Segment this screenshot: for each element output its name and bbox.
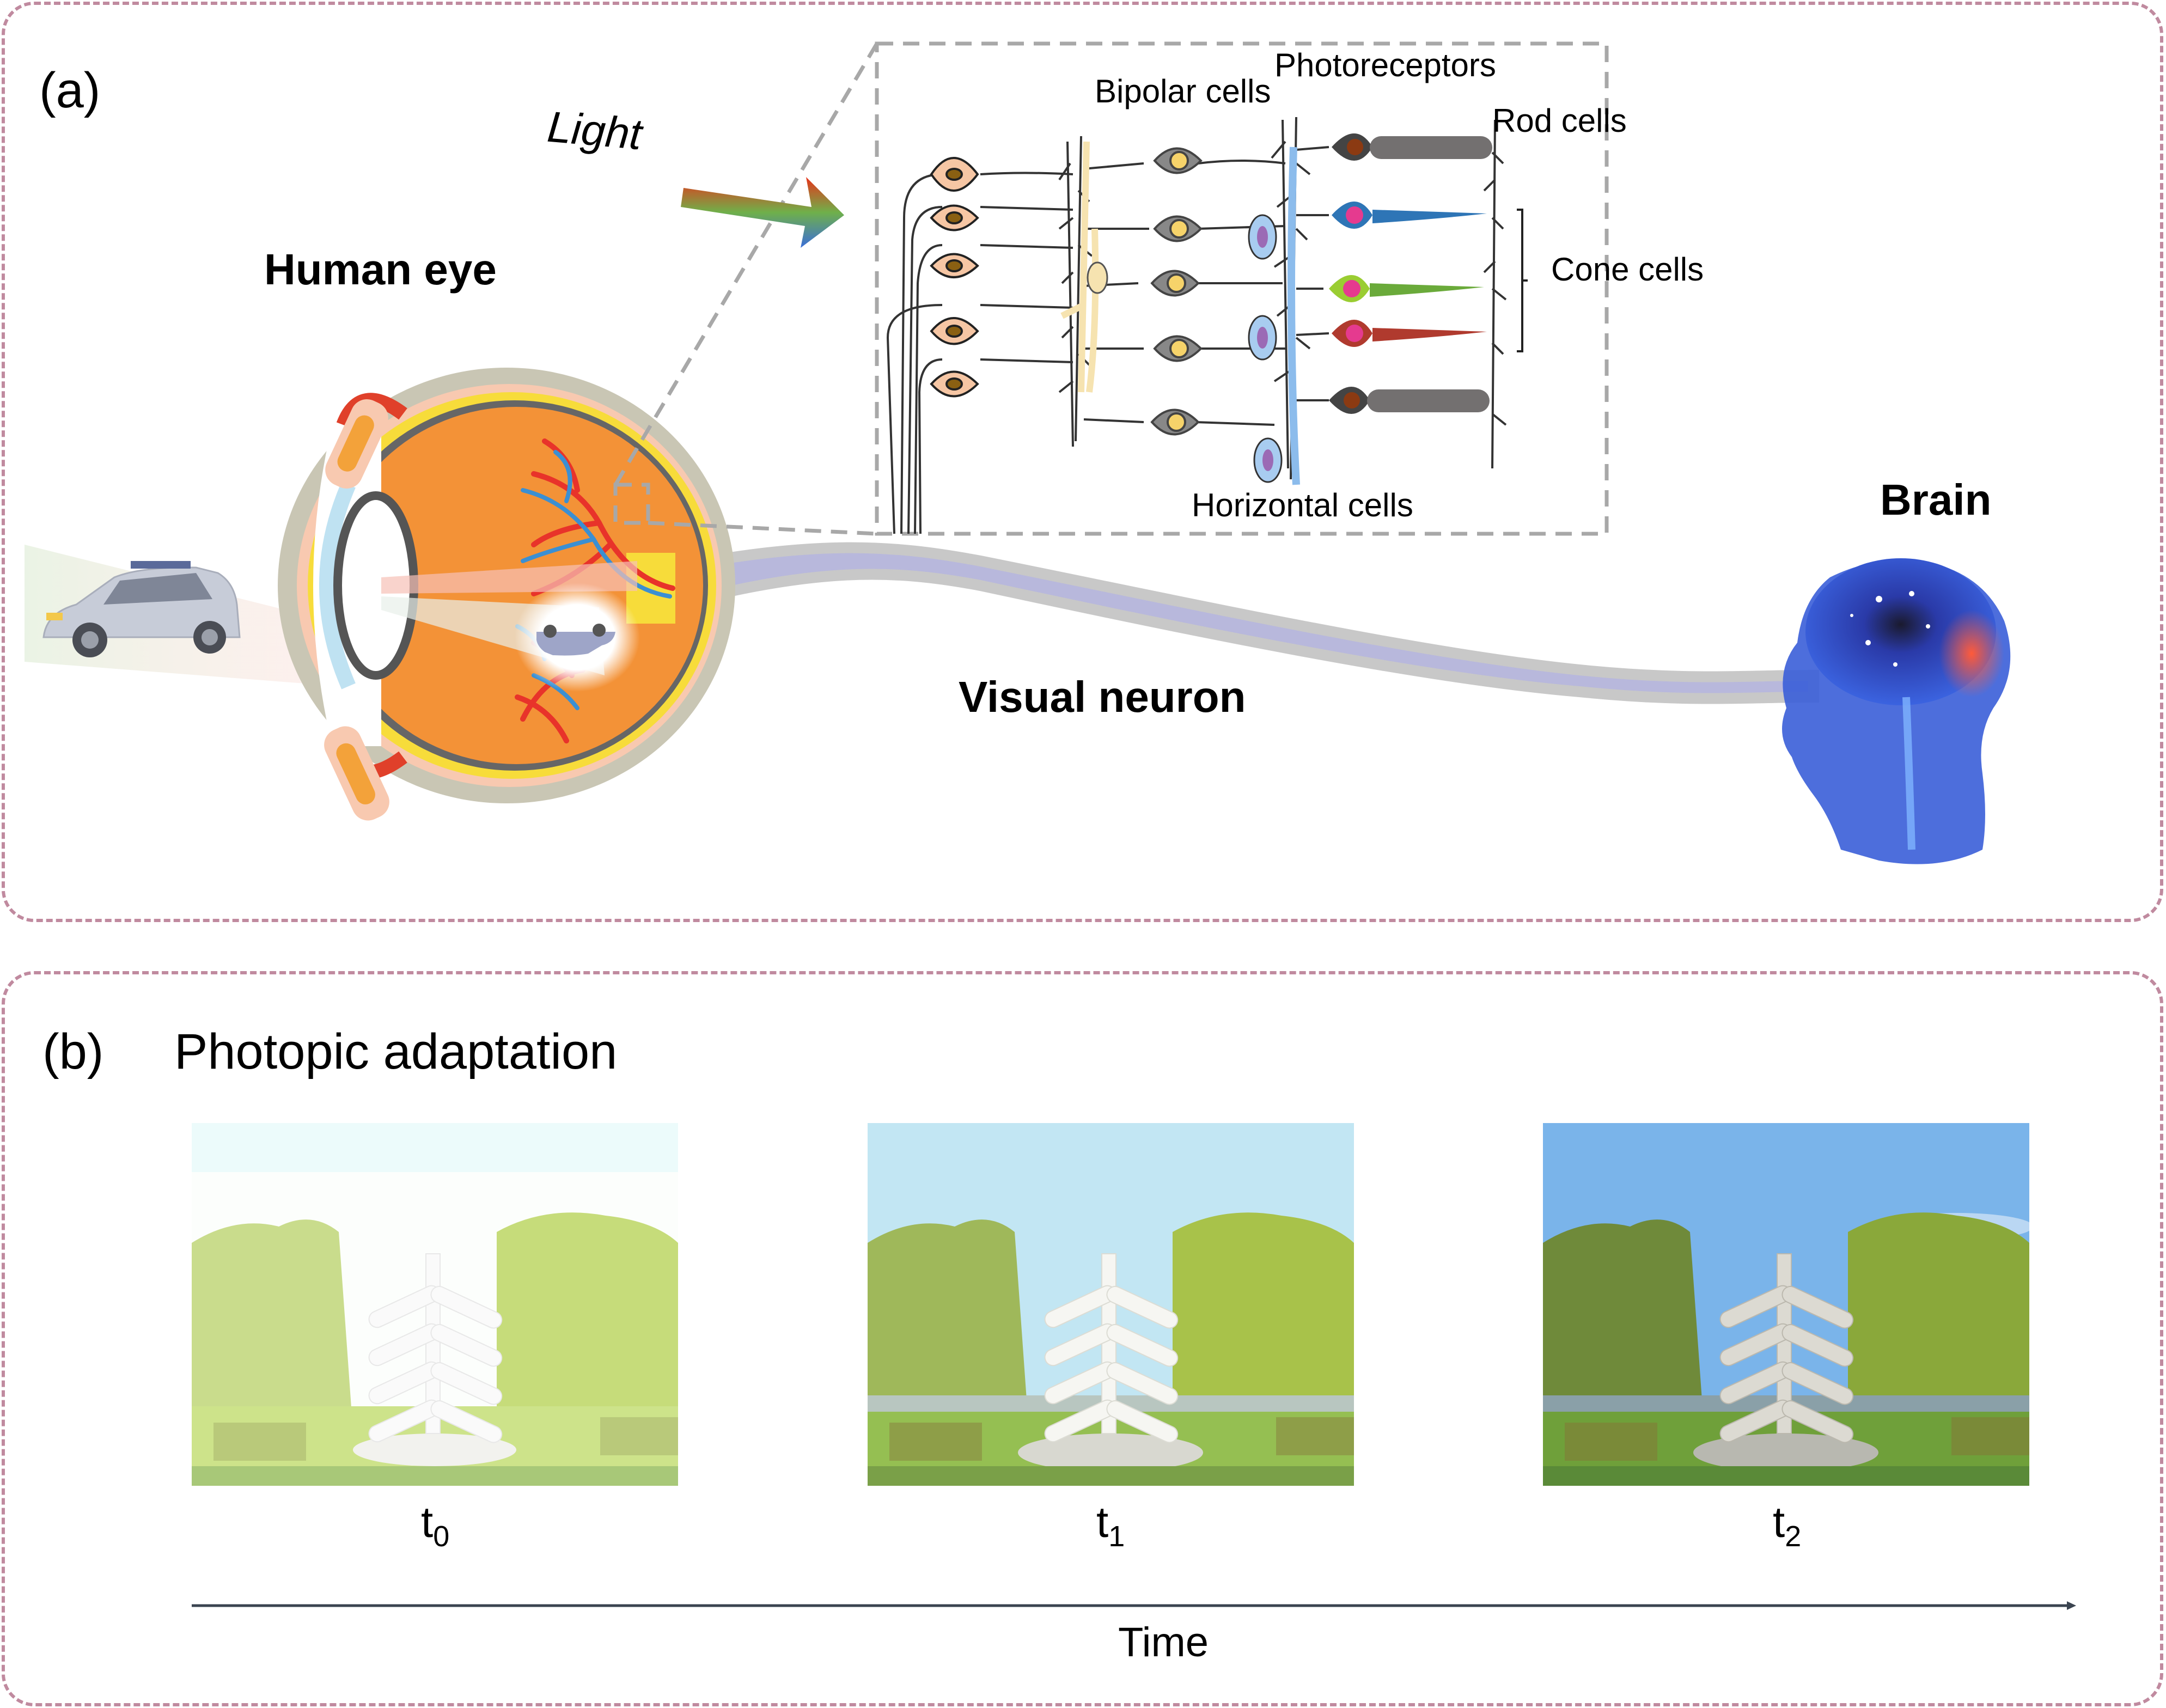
ganglion-cell [930, 370, 979, 398]
photoreceptors-label: Photoreceptors [1274, 47, 1496, 83]
rod-cell [1332, 133, 1492, 161]
bipolar-cell [1150, 270, 1200, 297]
time-axis-label: Time [1118, 1619, 1209, 1666]
time-label-t2: t2 [1773, 1498, 1802, 1553]
lower-eyelid [324, 726, 389, 821]
bipolar-cell [1150, 408, 1200, 436]
horizontal-cells-label: Horizontal cells [1192, 487, 1413, 523]
upper-eyelid [325, 399, 388, 489]
bipolar-cell [1153, 215, 1203, 242]
photo-frame-t1 [868, 1123, 1354, 1486]
time-label-t0: t0 [421, 1498, 450, 1553]
visual-neuron-label: Visual neuron [959, 673, 1246, 721]
ganglion-cell [930, 317, 979, 345]
bipolar-cells-label: Bipolar cells [1095, 73, 1271, 109]
retina-cell-diagram [886, 117, 1507, 534]
rod-cell [1329, 387, 1490, 414]
brain-label: Brain [1880, 475, 1992, 524]
time-subscript: 2 [1785, 1520, 1802, 1553]
cone-cell-red [1332, 320, 1487, 347]
photo-frame-t0 [192, 1123, 678, 1486]
light-label: Light [545, 102, 644, 159]
time-base: t [1773, 1498, 1785, 1546]
bipolar-cells [1150, 147, 1203, 436]
time-subscript: 0 [433, 1520, 450, 1553]
photoreceptor-cells [1329, 133, 1492, 414]
bipolar-cell [1153, 147, 1203, 174]
cone-cell-green [1329, 275, 1484, 302]
ganglion-cell [930, 253, 979, 278]
retina-zoom-box [875, 41, 1609, 536]
panel-a-frame [2, 2, 2163, 922]
scene-adapted [1543, 1123, 2029, 1486]
panel-a-label: (a) [39, 63, 101, 118]
time-base: t [1096, 1498, 1109, 1546]
panel-a-illustration [25, 41, 2011, 864]
time-base: t [421, 1498, 434, 1546]
car-image [42, 561, 241, 657]
time-subscript: 1 [1108, 1520, 1125, 1553]
panel-b-title: Photopic adaptation [174, 1024, 618, 1079]
scene-overexposed [192, 1123, 678, 1486]
panel-b-frame [2, 971, 2163, 1706]
rod-cells-label: Rod cells [1492, 102, 1627, 139]
zoom-connector [613, 41, 1609, 536]
time-label-t1: t1 [1096, 1498, 1125, 1553]
amacrine-cell [1060, 141, 1099, 393]
inverted-car-image [536, 624, 615, 656]
panel-b-label: (b) [42, 1024, 104, 1079]
cone-cells-label: Cone cells [1551, 251, 1704, 288]
ganglion-cells [930, 157, 979, 398]
horizontal-cells [1248, 147, 1300, 485]
scene-adapting [868, 1123, 1354, 1486]
cone-cell-blue [1332, 202, 1487, 229]
bipolar-cell [1153, 335, 1203, 362]
human-eye-label: Human eye [264, 245, 497, 294]
cone-cells-bracket [1517, 209, 1528, 352]
human-eye-illustration [278, 368, 735, 821]
light-arrow [681, 177, 844, 248]
ganglion-cell [930, 204, 979, 231]
brain-head-illustration [1782, 558, 2011, 864]
ganglion-cell [930, 157, 979, 192]
photo-frame-t2 [1543, 1123, 2029, 1486]
